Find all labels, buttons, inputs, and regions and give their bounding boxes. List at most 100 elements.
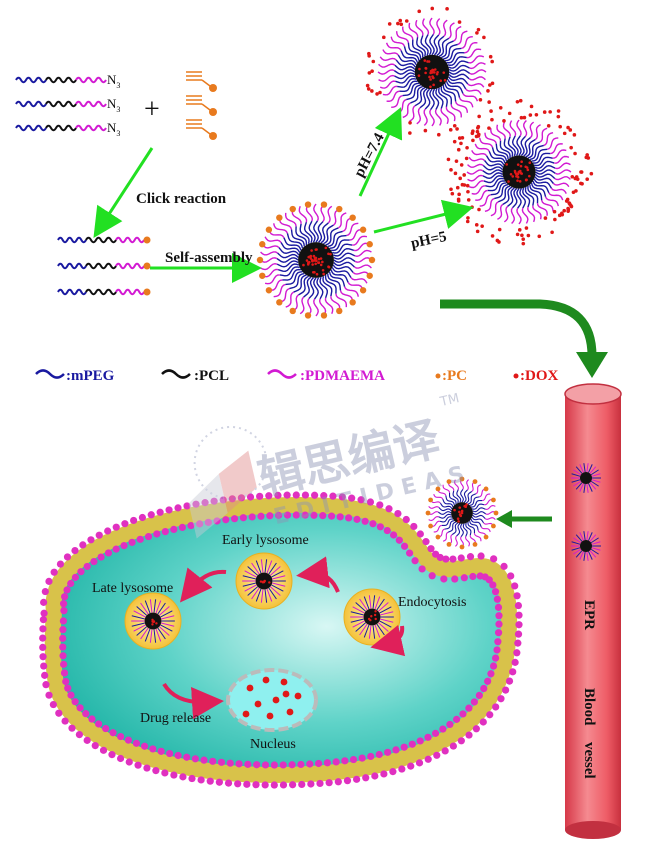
released-dox-dot [436,132,441,137]
micelle-mpeg-arm [410,85,423,104]
extravasation-arrow-head [496,510,512,528]
lipid-head [301,511,309,519]
released-dox-dot [480,224,484,228]
self-assembly-label: Self-assembly [165,250,253,266]
micelle-pdmaema-arm [354,249,372,258]
lipid-head [197,776,205,784]
lysosome-micelle-arm [153,599,157,613]
micelle-pdmaema-arm [467,82,485,88]
micelle-mpeg-arm [403,46,420,61]
dox-dot [262,580,266,584]
lipid-head [252,781,260,789]
lysosome-micelle-arm [350,618,364,623]
micelle-pdmaema-arm [428,515,439,522]
lipid-head [90,557,98,566]
lipid-head [153,530,161,538]
micelle-mpeg-arm [286,233,304,249]
lipid-head [484,677,492,685]
lysosome-micelle-arm [380,611,394,616]
micelle-pdmaema-arm [390,36,406,47]
micelle-mpeg-arm [295,226,308,245]
dox-dot [314,248,318,251]
lipid-head [353,775,361,783]
lipid-head [55,709,63,717]
micelle-mpeg-arm [397,54,417,66]
released-dox-dot [387,22,392,26]
micelle-pdmaema-arm [259,257,278,263]
vessel-micelle-arm [573,548,582,555]
micelle-pdmaema-arm [497,203,504,220]
lipid-head [283,511,292,519]
micelle-mpeg-arm [512,187,518,209]
micelle-pdmaema-arm [273,223,289,234]
lysosome-micelle-arm [155,600,162,614]
lipid-head [83,736,91,744]
micelle-pdmaema-arm [516,208,522,225]
micelle [425,476,499,550]
micelle-mpeg-arm [402,82,420,97]
lipid-head [59,643,67,651]
micelle-pdmaema-arm [548,192,564,201]
released-dox-dot [482,35,486,40]
vessel-micelle-arm [586,463,589,473]
micelle-pdmaema-arm [429,17,435,35]
lipid-head [144,532,153,541]
lysosome-micelle-arm [363,624,370,638]
lipid-head [219,496,227,504]
released-dox-dot [524,226,529,230]
released-dox-dot [497,227,502,232]
released-dox-dot [521,241,526,246]
lipid-head [505,677,514,685]
dox-dot [526,168,530,172]
micelle-mpeg-arm [332,247,355,257]
micelle-mpeg-arm [531,148,548,162]
lipid-head [470,698,478,706]
lipid-head [275,511,283,519]
micelle-pdmaema-arm [350,277,368,284]
released-dox-dot [552,209,557,214]
released-dox-dot [449,168,453,172]
vessel-micelle-arm [589,482,597,490]
epr-arrow-head [576,352,608,378]
micelle-mpeg-arm [471,503,485,510]
released-dox-dot [562,131,567,136]
micelle-mpeg-arm [472,507,486,513]
lipid-head [502,686,510,694]
micelle-pc-dot [446,542,452,547]
lipid-head [389,768,397,776]
lipid-head [178,523,186,531]
micelle-pdmaema-arm [378,74,395,82]
plus-sign: + [144,94,160,125]
vessel-micelle-arm [575,534,583,542]
micelle-pdmaema-arm [473,533,482,542]
released-dox-dot [459,141,463,146]
micelle-pc-dot [336,307,343,315]
lipid-head [41,671,49,679]
lipid-head [95,720,103,728]
dox-dot [151,618,154,622]
vessel-micelle-arm [579,483,584,492]
vessel-micelle-arm [591,541,601,545]
released-dox-dot [487,126,491,130]
dox-dot [511,175,515,178]
micelle-pdmaema-arm [475,484,482,495]
micelle-pdmaema-arm [354,264,372,269]
micelle-mpeg-arm [439,502,453,510]
micelle-pdmaema-arm [536,203,548,216]
micelle-pc-dot [276,299,283,306]
micelle-pdmaema-arm [550,143,563,155]
vessel-micelle-arm [579,464,584,473]
micelle-mpeg-arm [440,86,453,105]
lipid-head [67,579,75,588]
micelle-mpeg-arm [324,275,337,294]
legend-dox-swatch [513,373,519,379]
micelle-mpeg-arm [465,522,472,536]
lipid-head [486,711,494,719]
pc-reagent-dot [209,108,217,116]
lipid-head [514,630,523,638]
released-dox-dot [366,87,371,91]
dox-dot [456,517,460,520]
released-dox-dot [556,109,561,113]
lipid-head [39,653,47,661]
released-dox-dot [370,89,374,93]
